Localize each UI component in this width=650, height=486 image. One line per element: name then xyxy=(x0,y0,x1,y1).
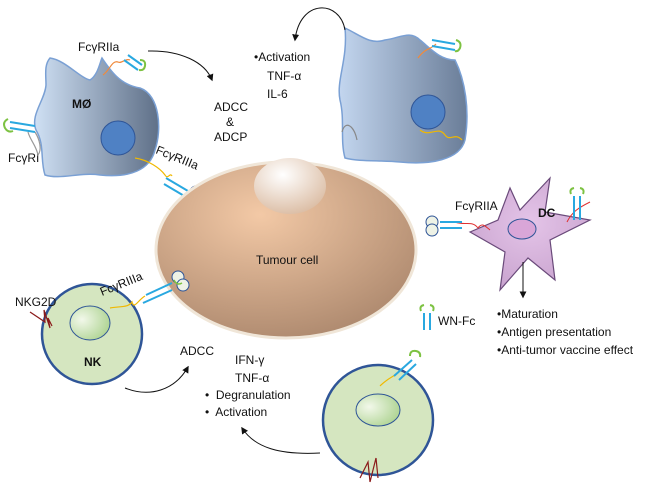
nk-activation-arrow xyxy=(241,426,321,454)
antibody-icon xyxy=(569,187,585,220)
fcgriiia-receptor xyxy=(419,129,463,141)
nkg2d-receptor xyxy=(359,457,379,483)
tumour-cell-label: Tumour cell xyxy=(256,253,318,267)
mechanism-adcp: ADCP xyxy=(214,130,247,144)
macrophage-cell: MØ FcγRIIa FcγRI FcγRIIIa xyxy=(3,40,203,206)
antibody-icon xyxy=(431,39,462,53)
fcgriiia-receptor xyxy=(109,295,146,309)
activation-arrow xyxy=(292,7,346,42)
dc-receptor xyxy=(566,201,591,223)
legend-wn-fc: WN-Fc xyxy=(419,304,475,330)
macrophage-effect-activation: •Activation xyxy=(254,50,310,64)
nk-adcc-arrow xyxy=(124,365,189,393)
nk-label: NK xyxy=(84,355,102,369)
activated-nk-cell xyxy=(321,349,435,483)
activated-macrophage-cell xyxy=(338,26,468,164)
nk-effect-degranulation: • Degranulation xyxy=(205,388,291,402)
receptor-label-fcgriia: FcγRIIa xyxy=(78,40,120,54)
fcgriiia-receptor xyxy=(134,157,173,178)
dendritic-cell: DC FcγRIIA xyxy=(425,176,592,292)
nk-effect-activation: • Activation xyxy=(205,405,267,419)
nk-mechanism: ADCC xyxy=(180,344,214,358)
fcgriia-receptor xyxy=(102,58,131,76)
nkg2d-receptor xyxy=(29,309,53,329)
mechanism-and: & xyxy=(226,115,234,129)
dc-effect-maturation: •Maturation xyxy=(497,307,558,321)
antibody-icon xyxy=(142,270,190,304)
nk-receptor-nkg2d: NKG2D xyxy=(15,295,57,309)
legend-label: WN-Fc xyxy=(438,314,475,328)
fcgriia-receptor xyxy=(454,221,491,231)
fcgri-receptor xyxy=(341,124,358,141)
antibody-icon xyxy=(425,215,462,237)
arrow-to-adcc xyxy=(147,50,214,82)
dc-effect-vaccine: •Anti-tumor vaccine effect xyxy=(497,343,634,357)
tumour-cell: Tumour cell xyxy=(154,158,418,340)
macrophage-effect-tnf: TNF-α xyxy=(267,69,301,83)
dc-effect-antigen: •Antigen presentation xyxy=(497,325,611,339)
antibody-icon xyxy=(123,54,147,72)
macrophage-effect-il6: IL-6 xyxy=(267,87,288,101)
dc-receptor-label: FcγRIIA xyxy=(455,199,498,213)
receptor-label-fcgri: FcγRI xyxy=(8,151,39,165)
dc-label: DC xyxy=(538,206,556,220)
antibody-icon xyxy=(3,118,36,133)
fcgri-receptor xyxy=(27,131,41,157)
macrophage-label: MØ xyxy=(72,97,91,111)
nk-cell: NK NKG2D FcγRIIIa xyxy=(15,269,190,386)
receptor-label-fcgriiia: FcγRIIIa xyxy=(154,143,201,173)
antibody-icon xyxy=(393,349,422,381)
nk-effect-ifn: IFN-γ xyxy=(235,353,264,367)
fcgriia-receptor xyxy=(417,43,437,59)
nk-effect-tnf: TNF-α xyxy=(235,371,269,385)
mechanism-adcc: ADCC xyxy=(214,100,248,114)
